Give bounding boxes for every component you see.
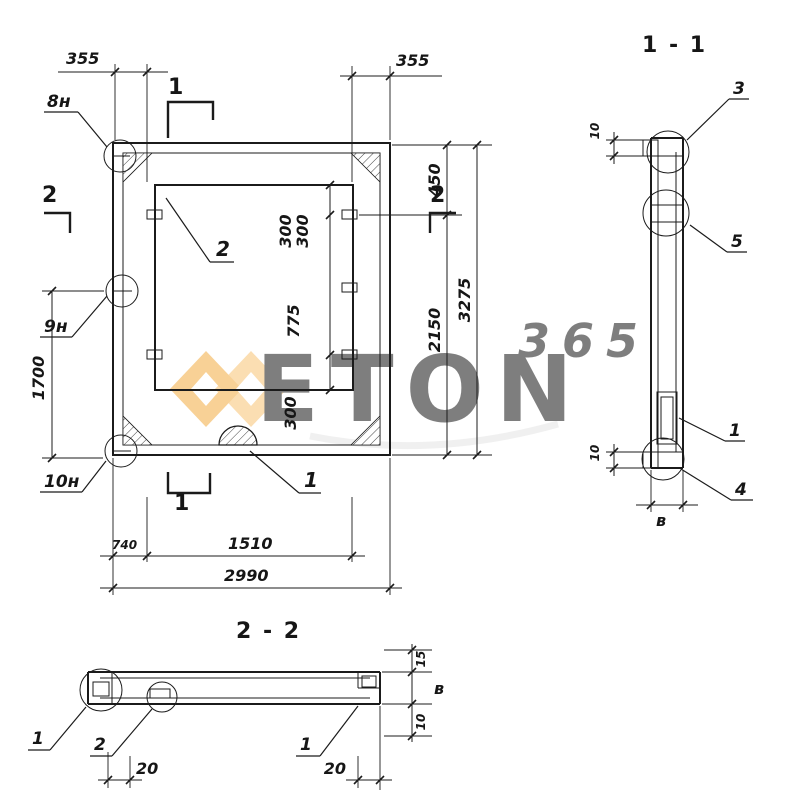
dim-450-label: 450 [425, 163, 444, 197]
leader-2-label: 2 [216, 237, 230, 261]
callout-9n: 9н [40, 295, 108, 338]
watermark-365-text: 365 [518, 314, 650, 368]
dim-10-top-label: 10 [588, 123, 602, 140]
dim-355-left: 355 [58, 49, 168, 182]
section-1-1-dim-10-bottom: 10 [588, 444, 643, 476]
section-1-1-insert [656, 391, 678, 445]
callout-2-label: 2 [94, 735, 106, 755]
section-1-1-dim-10-top: 10 [588, 123, 643, 164]
callout-8n-label: 8н [47, 92, 71, 112]
section-mark-1-bottom-label: 1 [174, 491, 191, 516]
section-1-1-callout-5: 5 [689, 224, 747, 253]
section-1-1-callout-1: 1 [678, 417, 745, 442]
leader-detail-1: 1 [249, 450, 321, 494]
leader-1-label: 1 [304, 468, 318, 492]
dim-355-right-label: 355 [396, 51, 429, 70]
section-2-2-callout-2: 2 [90, 708, 153, 757]
section-mark-2-left-label: 2 [42, 183, 59, 208]
section-2-2-dim-20-left: 20 [98, 752, 158, 788]
section-1-1: 1 - 1 3 [588, 33, 753, 530]
dim-2990-label: 2990 [224, 566, 269, 585]
bottom-notch [218, 425, 258, 446]
dim-b-label: в [656, 511, 666, 530]
callout-1-label: 1 [729, 421, 741, 441]
callout-10n: 10н [40, 460, 107, 493]
dim-10-bottom-label: 10 [588, 445, 602, 462]
panel-opening [154, 184, 354, 391]
dim-300-c-label: 300 [281, 396, 300, 429]
section-2-2-callout-1-left: 1 [28, 706, 87, 751]
section-mark-2-left: 2 [42, 183, 72, 233]
section-2-2-detail-circles [79, 668, 178, 713]
leader-detail-2: 2 [165, 197, 234, 263]
section-2-2-dim-right: 15 в 10 [382, 644, 444, 742]
callout-9n-label: 9н [44, 317, 68, 337]
section-mark-1-top: 1 [166, 75, 215, 138]
callout-4-label: 4 [734, 480, 747, 500]
dim-15-label: 15 [414, 651, 428, 668]
dim-300-a-label: 300 [276, 214, 295, 247]
embedded-plates [146, 209, 358, 360]
dim-20-left-label: 20 [136, 759, 158, 778]
dim-355-left-label: 355 [66, 49, 99, 68]
section-1-1-dim-b: в [636, 470, 698, 530]
section-2-2-dim-20-right: 20 [324, 706, 392, 790]
section-2-2-callout-1-right: 1 [296, 705, 359, 757]
plan-view: 8н 9н 10н 2 1 1 [29, 49, 492, 595]
section-2-2-member [87, 671, 381, 705]
section-1-1-member [642, 137, 684, 469]
dim-bottom-chains: 740 1510 2990 [100, 458, 402, 595]
callout-10n-label: 10н [44, 472, 80, 492]
watermark-swoosh [309, 420, 559, 450]
dim-355-right: 355 [340, 51, 442, 182]
dim-b2-label: в [434, 679, 444, 698]
dim-inner-chain: 300 300 775 300 [276, 180, 335, 430]
dim-3275-label: 3275 [455, 278, 474, 323]
section-mark-1-top-label: 1 [168, 75, 185, 100]
section-1-1-detail-circles [641, 130, 690, 481]
dim-1510-label: 1510 [228, 534, 273, 553]
loop-callout-circles [103, 139, 139, 468]
dim-300-b-label: 300 [293, 214, 312, 247]
section-1-1-callout-4: 4 [680, 468, 753, 501]
section-2-2: 2 - 2 1 2 [28, 619, 444, 790]
section-2-2-title: 2 - 2 [236, 619, 301, 644]
section-mark-1-bottom: 1 [166, 472, 212, 516]
dim-740-label: 740 [112, 538, 137, 552]
callout-1-right-label: 1 [300, 735, 312, 755]
callout-8n: 8н [44, 92, 108, 148]
section-mark-2-right-label: 2 [430, 183, 447, 208]
dim-20-right-label: 20 [324, 759, 346, 778]
panel-outer-edge [112, 142, 391, 456]
callout-3-label: 3 [733, 79, 745, 99]
section-1-1-title: 1 - 1 [642, 33, 707, 58]
dim-10-label: 10 [414, 714, 428, 731]
dim-775-label: 775 [284, 304, 303, 337]
section-1-1-callout-3: 3 [686, 79, 749, 141]
dim-1700-label: 1700 [29, 356, 48, 401]
dim-2150-label: 2150 [425, 308, 444, 353]
dim-1700: 1700 [29, 286, 104, 463]
dim-right-chains: 450 2150 3275 [359, 140, 492, 460]
callout-5-label: 5 [731, 232, 743, 252]
callout-1-left-label: 1 [32, 729, 44, 749]
